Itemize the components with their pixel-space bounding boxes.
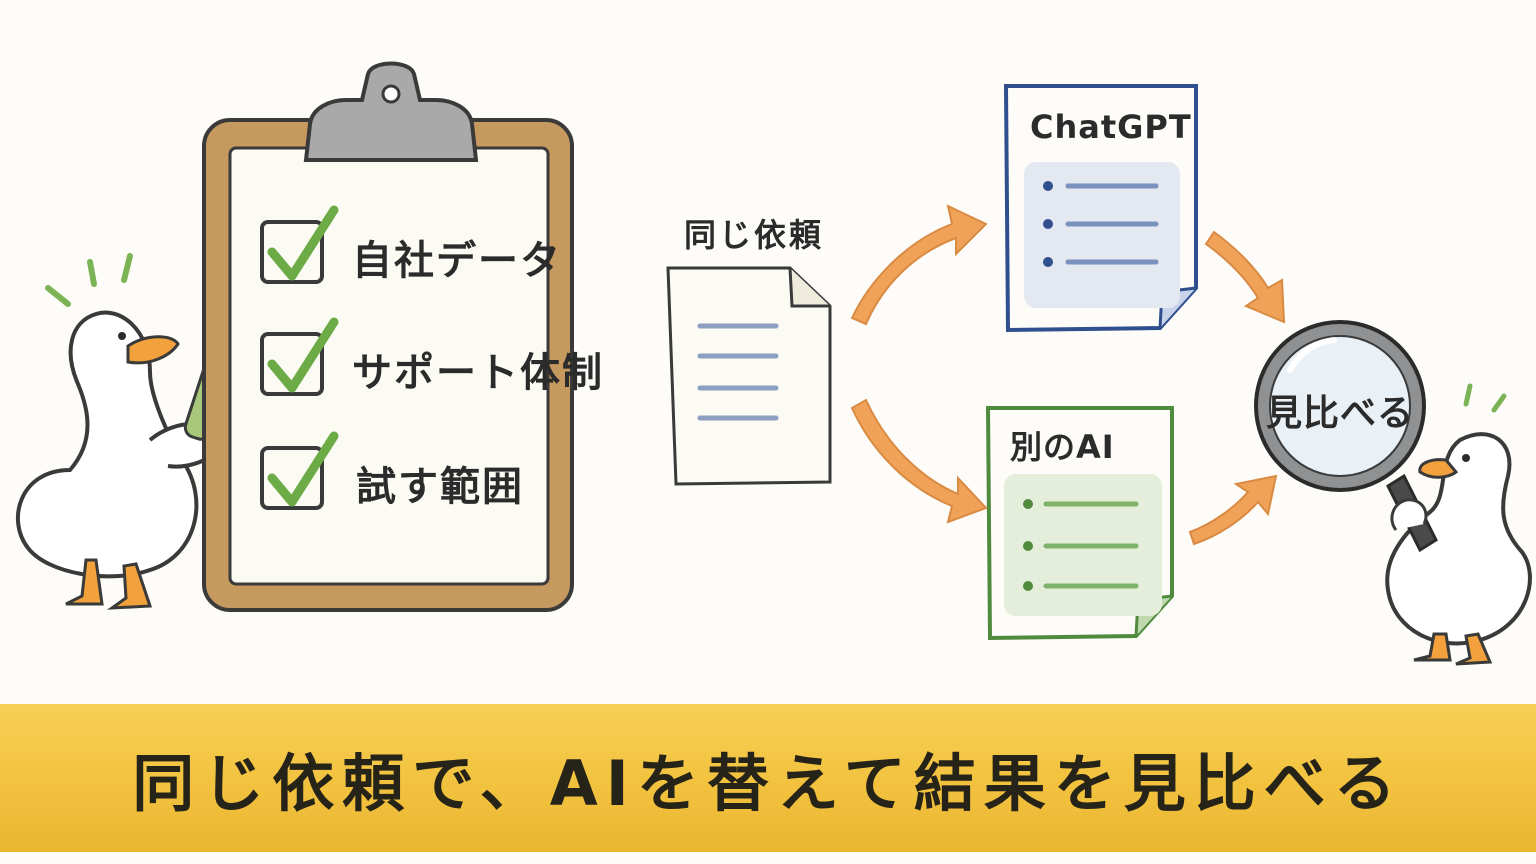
magnifier-icon [1254,320,1438,553]
excite-mark [87,259,97,287]
request-document [666,266,832,486]
other-ai-title: 別のAI [1010,428,1115,466]
duck-foot [1455,632,1493,666]
duck-beak [126,335,180,365]
summary-banner: 同じ依頼で、AIを替えて結果を見比べる [0,704,1536,852]
arrow-other-ai-to-compare [1188,474,1278,546]
other-ai-card [985,406,1174,641]
arrow-chatgpt-to-compare [1204,230,1286,324]
duck-eye [118,332,126,340]
duck-foot [106,562,153,610]
check-icon [267,317,339,393]
checklist-item-3: 試す範囲 [356,464,524,510]
clipboard [202,61,574,612]
duck-wing [1390,498,1428,531]
checklist-item-2: サポート体制 [352,350,604,396]
magnifier-lens [1269,335,1411,477]
excite-mark [45,285,71,307]
document-page [666,266,832,486]
excite-mark [1463,383,1473,407]
checklist-item-1: 自社データ [352,238,562,284]
duck-foot [65,558,104,606]
excite-mark [1491,393,1507,413]
checkbox-1 [260,205,339,284]
chatgpt-content [1024,162,1180,308]
excite-mark [121,253,133,283]
document-fold [788,267,830,308]
clip-hole [381,84,401,104]
clipboard-clip [303,61,479,162]
chatgpt-card [1003,84,1198,333]
chatgpt-title: ChatGPT [1030,108,1192,146]
banner-text: 同じ依頼で、AIを替えて結果を見比べる [132,747,1404,820]
right-duck [1385,383,1532,666]
arrow-to-chatgpt [850,204,988,326]
check-icon [267,431,339,507]
duck-beak [1418,458,1459,479]
check-icon [267,205,339,281]
duck-eye [1462,454,1470,462]
arrow-to-other-ai [850,398,988,524]
compare-label: 見比べる [1266,393,1415,434]
checkbox-2 [260,317,339,396]
checkbox-3 [260,431,339,510]
duck-body [1385,432,1532,646]
request-label: 同じ依頼 [684,216,825,254]
duck-foot [1413,632,1452,662]
arrows [850,204,1286,546]
